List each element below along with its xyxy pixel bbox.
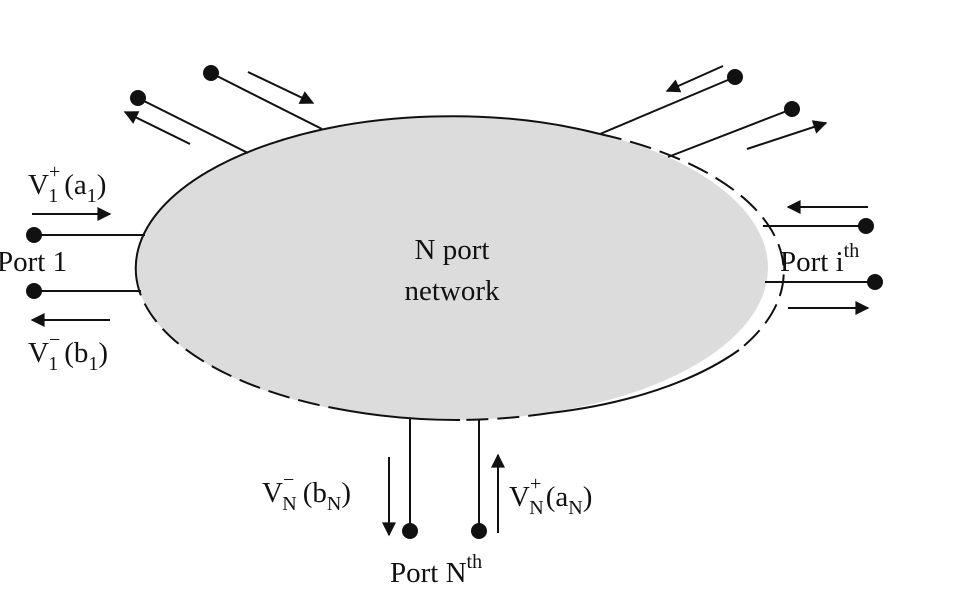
port-i-label: Port ith — [780, 240, 859, 278]
vN-minus-label: V−N(bN) — [262, 469, 351, 515]
network-ellipse — [134, 115, 785, 422]
network-label-line1: N port — [415, 234, 490, 266]
port-top-left-terminal-a-icon — [203, 65, 219, 81]
port-top-left-incident-arrow-icon — [247, 71, 315, 104]
port-top-right-reflected-arrow-icon — [746, 120, 828, 150]
port-N-right-terminal-icon — [471, 523, 487, 539]
v1-minus-label: V−1(b1) — [28, 329, 108, 375]
port-top-right — [599, 65, 828, 158]
port-1-upper-terminal-icon — [26, 227, 42, 243]
network-label-line2: network — [404, 275, 500, 307]
port-top-right-incident-arrow-icon — [665, 65, 724, 93]
port-top-right-lead-a — [599, 76, 736, 135]
port-top-right-terminal-b-icon — [784, 101, 800, 117]
port-top-right-terminal-a-icon — [727, 69, 743, 85]
vN-plus-label: V+N(aN) — [509, 473, 592, 519]
port-top-left-lead-a — [210, 72, 323, 130]
port-top-left-terminal-b-icon — [130, 90, 146, 106]
port-top-left-reflected-arrow-icon — [123, 111, 191, 145]
port-N-label: Port Nth — [390, 551, 482, 589]
port-top-right-lead-b — [667, 108, 793, 158]
port-1-lower-terminal-icon — [26, 283, 42, 299]
port-1: Port 1 — [0, 207, 145, 327]
port-i: Port ith — [763, 200, 883, 315]
port-i-lower-terminal-icon — [867, 274, 883, 290]
port-top-left-lead-b — [137, 97, 249, 154]
v1-plus-label: V+1(a1) — [28, 161, 106, 207]
port-N: Port Nth — [382, 418, 505, 589]
port-N-left-terminal-icon — [402, 523, 418, 539]
port-top-left — [123, 65, 323, 154]
port-i-upper-terminal-icon — [858, 218, 874, 234]
port-1-label: Port 1 — [0, 246, 67, 278]
